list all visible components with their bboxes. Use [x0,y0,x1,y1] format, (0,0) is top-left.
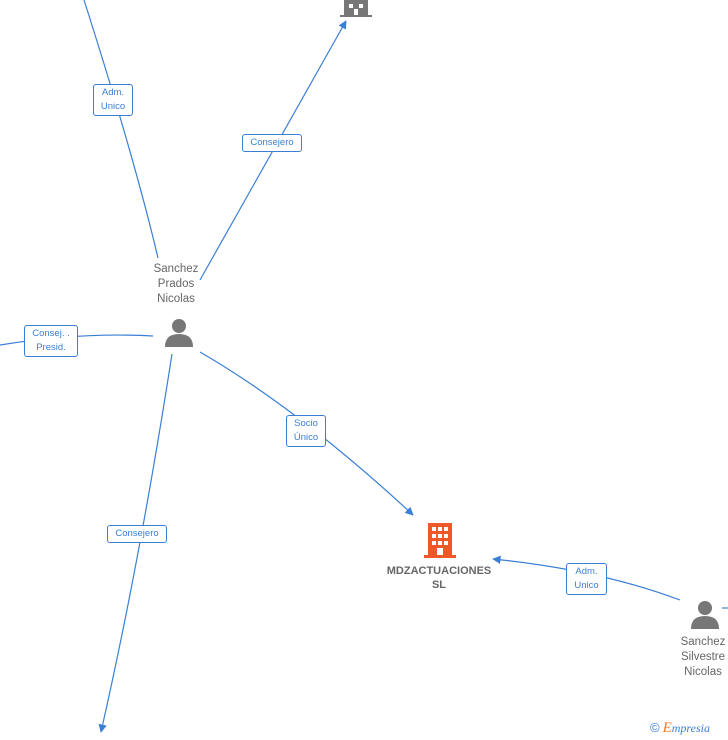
edge-label-consejero-bottom[interactable]: Consejero [107,525,167,543]
edge-label-consejero-top[interactable]: Consejero [242,134,302,152]
building-icon-mdzactuaciones[interactable] [423,523,457,564]
edge-adm-unico-top [83,0,159,259]
copyright-symbol: © [650,720,660,735]
brand-initial: E [662,720,672,736]
empresia-watermark: © Empresia [650,720,710,737]
company-label-mdzactuaciones: MDZACTUACIONES SL [386,565,492,591]
building-icon-top-company[interactable] [340,0,372,23]
person-icon-sanchez-silvestre[interactable] [690,600,720,635]
edge-label-adm-unico-top[interactable]: Adm. Unico [93,84,133,116]
person-icon-sanchez-prados[interactable] [164,318,194,353]
person-label-sanchez-prados: Sanchez Prados Nicolas [153,263,199,305]
person-label-sanchez-silvestre: Sanchez Silvestre Nicolas [680,636,726,678]
edge-label-adm-unico-right[interactable]: Adm. Unico [566,563,607,595]
edge-label-consej-presid[interactable]: Consej. . Presid. [24,325,78,357]
edge-label-socio-unico[interactable]: Socio Único [286,415,326,447]
edge-consejero-bottom [98,353,173,733]
edge-consej-presid [0,334,154,346]
brand-name: mpresia [671,721,710,735]
